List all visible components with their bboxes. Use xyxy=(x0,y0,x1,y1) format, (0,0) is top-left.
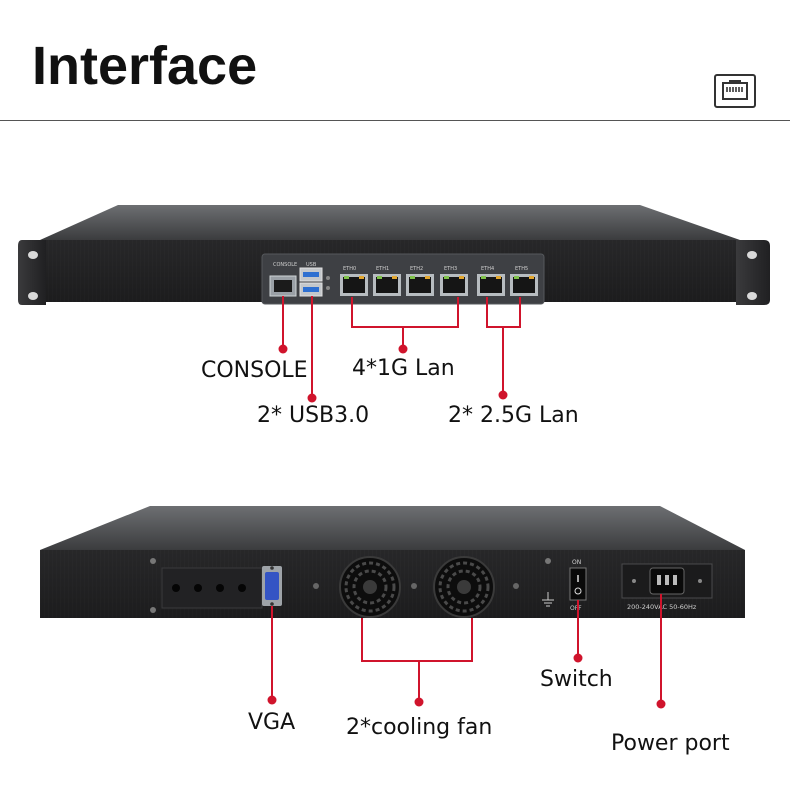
switch-on-label: ON xyxy=(572,559,581,566)
cooling-fan-right xyxy=(433,556,495,618)
callout-switch: Switch xyxy=(540,667,613,692)
callout-power: Power port xyxy=(611,731,730,756)
front-callout-dots xyxy=(278,344,508,403)
callout-usb: 2* USB3.0 xyxy=(257,403,370,428)
rear-callout-dots xyxy=(267,653,666,709)
callout-lan-1g: 4*1G Lan xyxy=(352,356,455,381)
port-label-console: CONSOLE xyxy=(273,262,297,268)
port-label-eth3: ETH3 xyxy=(444,266,457,272)
ethernet-ports xyxy=(340,274,538,296)
port-label-usb: USB xyxy=(306,262,317,268)
front-callouts xyxy=(282,296,521,398)
callout-fans: 2*cooling fan xyxy=(346,715,493,740)
eth1-port xyxy=(373,274,401,296)
eth2-port xyxy=(406,274,434,296)
switch-off-label: OFF xyxy=(570,605,582,612)
power-inlet xyxy=(621,563,713,599)
eth5-port xyxy=(510,274,538,296)
port-label-eth4: ETH4 xyxy=(481,266,494,272)
power-switch xyxy=(569,567,587,601)
cooling-fan-left xyxy=(339,556,401,618)
rear-callouts xyxy=(271,594,662,704)
page-title: Interface xyxy=(32,36,258,96)
port-label-eth0: ETH0 xyxy=(343,266,356,272)
eth0-port xyxy=(340,274,368,296)
front-port-labels: CONSOLE USB ETH0 ETH1 ETH2 ETH3 ETH4 ETH… xyxy=(273,262,528,272)
callout-console: CONSOLE xyxy=(201,358,308,383)
status-leds xyxy=(326,276,330,290)
port-label-eth5: ETH5 xyxy=(515,266,528,272)
console-port xyxy=(269,275,297,297)
port-label-eth1: ETH1 xyxy=(376,266,389,272)
vga-port xyxy=(262,566,282,606)
callout-vga: VGA xyxy=(248,710,296,735)
ethernet-port-icon xyxy=(714,74,756,108)
callout-lan-25g: 2* 2.5G Lan xyxy=(448,403,579,428)
front-chassis xyxy=(18,205,770,305)
port-label-eth2: ETH2 xyxy=(410,266,423,272)
eth3-port xyxy=(440,274,468,296)
eth4-port xyxy=(477,274,505,296)
title-divider xyxy=(0,120,790,121)
